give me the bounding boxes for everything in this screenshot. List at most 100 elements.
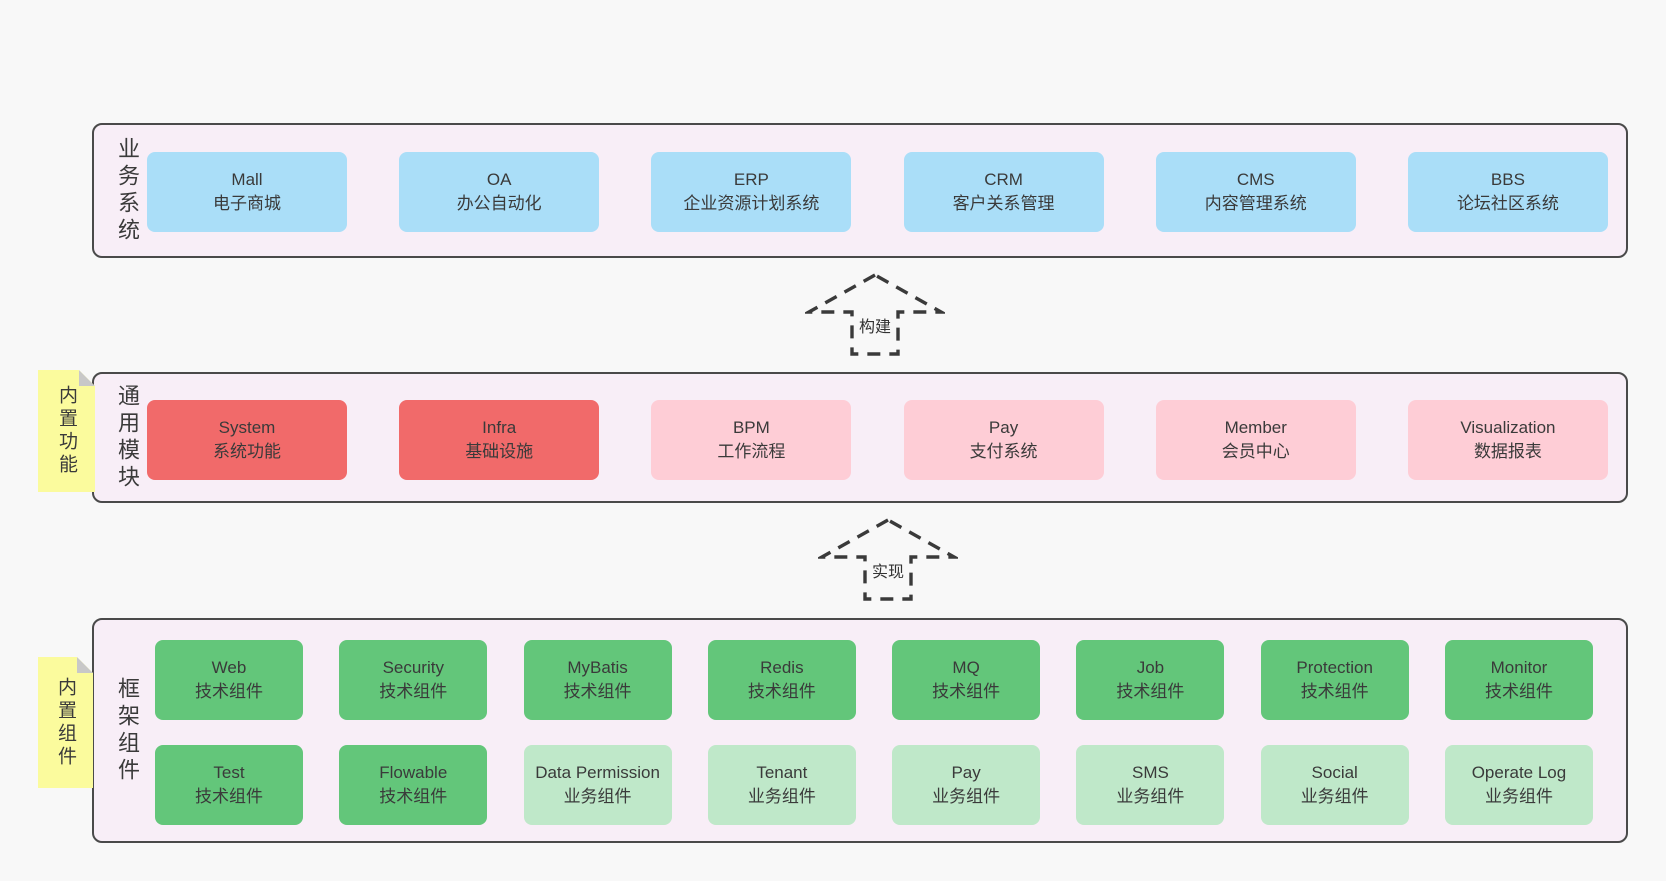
box-redis: Redis 技术组件	[707, 640, 856, 720]
box-title: Tenant	[756, 763, 808, 782]
box-title: Protection	[1296, 658, 1373, 677]
box-title: Infra	[482, 418, 517, 437]
box-title: Job	[1136, 658, 1165, 677]
box-crm: CRM 客户关系管理	[903, 152, 1104, 232]
box-subtitle: 支付系统	[969, 442, 1038, 461]
box-title: SMS	[1131, 763, 1169, 782]
box-pay-system: Pay 支付系统	[903, 400, 1104, 480]
arrow-build: 构建	[805, 272, 945, 357]
box-subtitle: 企业资源计划系统	[683, 194, 820, 213]
box-erp: ERP 企业资源计划系统	[651, 152, 852, 232]
box-title: Social	[1311, 763, 1358, 782]
layer-business-label: 业务系统	[115, 136, 140, 245]
box-subtitle: 技术组件	[195, 682, 263, 701]
note-text: 内置功能	[56, 385, 77, 477]
box-title: Test	[213, 763, 245, 782]
box-subtitle: 系统功能	[213, 442, 281, 461]
box-subtitle: 技术组件	[747, 682, 816, 701]
folded-corner-icon	[77, 657, 93, 673]
box-subtitle: 业务组件	[747, 787, 816, 806]
box-title: MQ	[952, 658, 980, 677]
box-security: Security 技术组件	[339, 640, 488, 720]
box-title: Web	[211, 658, 247, 677]
box-title: Security	[382, 658, 444, 677]
box-title: MyBatis	[567, 658, 628, 677]
dashed-up-arrow-icon	[818, 518, 958, 601]
box-title: Mall	[231, 170, 263, 189]
box-operate-log: Operate Log 业务组件	[1444, 745, 1593, 825]
modules-boxes-row: System 系统功能 Infra 基础设施 BPM 工作流程 Pay 支付系统…	[147, 400, 1608, 480]
box-subtitle: 电子商城	[213, 194, 281, 213]
box-subtitle: 技术组件	[379, 682, 448, 701]
box-social: Social 业务组件	[1260, 745, 1409, 825]
box-subtitle: 业务组件	[1300, 787, 1369, 806]
box-data-permission: Data Permission 业务组件	[523, 745, 672, 825]
box-test: Test 技术组件	[155, 745, 303, 825]
layer-components-label: 框架组件	[115, 676, 140, 785]
dashed-up-arrow-icon	[805, 273, 945, 356]
box-sms: SMS 业务组件	[1076, 745, 1225, 825]
box-subtitle: 技术组件	[1484, 682, 1553, 701]
box-system: System 系统功能	[147, 400, 347, 480]
box-subtitle: 会员中心	[1221, 442, 1290, 461]
box-subtitle: 工作流程	[717, 442, 786, 461]
box-subtitle: 技术组件	[932, 682, 1001, 701]
box-subtitle: 技术组件	[195, 787, 263, 806]
note-text: 内置组件	[55, 676, 76, 769]
box-monitor: Monitor 技术组件	[1444, 640, 1593, 720]
box-subtitle: 业务组件	[1484, 787, 1553, 806]
box-title: Data Permission	[535, 763, 660, 782]
layer-business-systems: 业务系统 Mall 电子商城 OA 办公自动化 ERP 企业资源计划系统 CRM…	[92, 123, 1628, 258]
box-subtitle: 技术组件	[563, 682, 632, 701]
box-title: CMS	[1236, 170, 1275, 189]
box-title: CRM	[984, 170, 1023, 189]
box-subtitle: 技术组件	[379, 787, 448, 806]
box-tenant: Tenant 业务组件	[707, 745, 856, 825]
box-bbs: BBS 论坛社区系统	[1407, 152, 1608, 232]
box-title: BBS	[1490, 170, 1525, 189]
box-title: Member	[1224, 418, 1287, 437]
arrow-implement-label: 实现	[868, 557, 908, 583]
box-subtitle: 技术组件	[1116, 682, 1185, 701]
box-subtitle: 业务组件	[563, 787, 632, 806]
sticky-note-builtin-components: 内置组件	[38, 657, 93, 788]
box-subtitle: 业务组件	[1116, 787, 1185, 806]
box-title: Operate Log	[1471, 763, 1567, 782]
components-row-1: Web 技术组件 Security 技术组件 MyBatis 技术组件 Redi…	[155, 640, 1593, 720]
box-title: Monitor	[1490, 658, 1548, 677]
box-subtitle: 论坛社区系统	[1456, 194, 1559, 213]
box-title: Redis	[760, 658, 804, 677]
sticky-note-builtin-features: 内置功能	[38, 370, 95, 492]
box-title: System	[218, 418, 276, 437]
box-subtitle: 办公自动化	[456, 194, 542, 213]
arrow-build-label: 构建	[855, 312, 895, 338]
box-subtitle: 数据报表	[1473, 442, 1542, 461]
layer-modules-label: 通用模块	[115, 383, 140, 492]
box-subtitle: 客户关系管理	[952, 194, 1055, 213]
box-subtitle: 技术组件	[1300, 682, 1369, 701]
box-title: Visualization	[1460, 418, 1556, 437]
box-cms: CMS 内容管理系统	[1155, 152, 1356, 232]
box-subtitle: 内容管理系统	[1204, 194, 1307, 213]
layer-common-modules: 通用模块 System 系统功能 Infra 基础设施 BPM 工作流程 Pay…	[92, 372, 1628, 503]
box-pay-component: Pay 业务组件	[892, 745, 1041, 825]
box-bpm: BPM 工作流程	[651, 400, 852, 480]
box-visualization: Visualization 数据报表	[1407, 400, 1608, 480]
box-infra: Infra 基础设施	[399, 400, 600, 480]
layer-framework-components: 框架组件 Web 技术组件 Security 技术组件 MyBatis 技术组件…	[92, 618, 1628, 843]
box-mall: Mall 电子商城	[147, 152, 347, 232]
box-title: ERP	[733, 170, 769, 189]
box-subtitle: 基础设施	[465, 442, 534, 461]
box-mybatis: MyBatis 技术组件	[523, 640, 672, 720]
arrow-implement: 实现	[818, 517, 958, 602]
components-row-2: Test 技术组件 Flowable 技术组件 Data Permission …	[155, 745, 1593, 825]
box-oa: OA 办公自动化	[399, 152, 600, 232]
box-title: BPM	[732, 418, 770, 437]
box-title: Pay	[951, 763, 981, 782]
box-title: Flowable	[379, 763, 448, 782]
box-subtitle: 业务组件	[932, 787, 1001, 806]
box-title: OA	[486, 170, 512, 189]
box-job: Job 技术组件	[1076, 640, 1225, 720]
business-boxes-row: Mall 电子商城 OA 办公自动化 ERP 企业资源计划系统 CRM 客户关系…	[147, 152, 1608, 232]
